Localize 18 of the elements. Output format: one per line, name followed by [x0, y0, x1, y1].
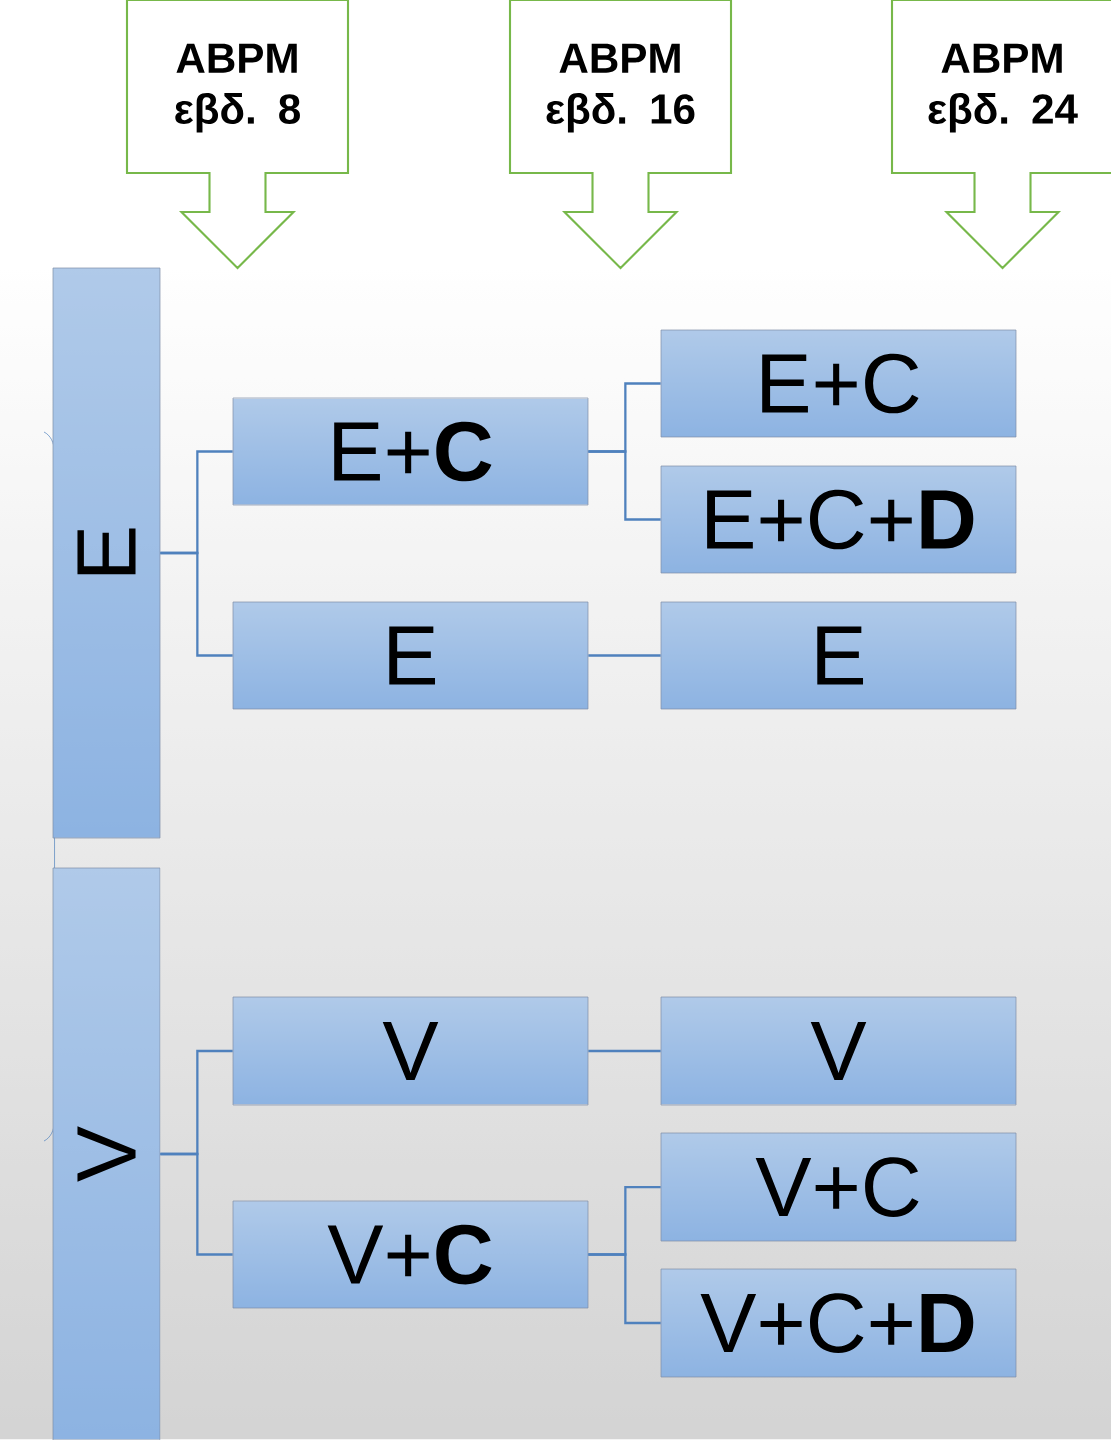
connector-line	[588, 1049, 661, 1053]
process-box: E+C	[660, 329, 1017, 438]
connector-line	[588, 654, 661, 657]
category-box: V	[52, 867, 161, 1440]
connector-line	[160, 1152, 233, 1256]
connector-line	[160, 551, 233, 657]
process-box: E	[660, 601, 1017, 710]
process-box: V+C	[660, 1132, 1017, 1242]
connector-line	[588, 1253, 661, 1325]
process-box: E+C+D	[660, 465, 1017, 574]
process-box: V	[232, 996, 589, 1106]
category-box: E	[52, 267, 161, 839]
process-box: E+C	[232, 397, 589, 506]
connector-line	[588, 450, 661, 521]
process-box: V	[660, 996, 1017, 1106]
process-box: V+C	[232, 1200, 589, 1309]
process-box: V+C+D	[660, 1268, 1017, 1378]
process-box: E	[232, 601, 589, 710]
